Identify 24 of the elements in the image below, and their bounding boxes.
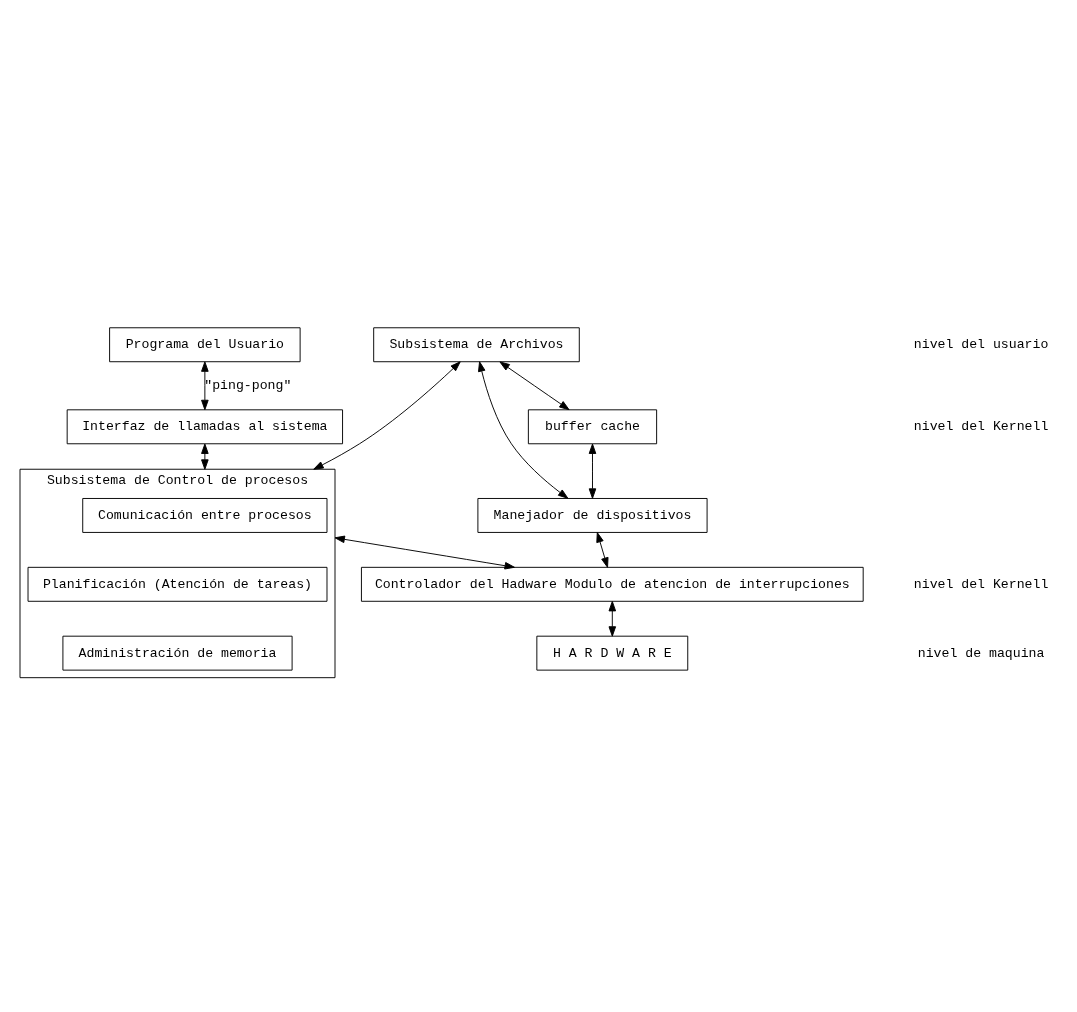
arrow [499, 360, 570, 410]
arrow [313, 360, 461, 470]
edge-label: "ping-pong" [204, 377, 292, 393]
node-box: Subsistema de Archivos [373, 326, 580, 362]
node-box: Controlador del Hadware Modulo de atencion de interrupciones [360, 566, 864, 602]
node-box: Programa del Usuario [109, 326, 301, 362]
arrow [334, 535, 515, 569]
label: nivel de maquina [917, 645, 1045, 661]
label: nivel del usuario [913, 336, 1049, 352]
arrow [478, 360, 569, 499]
node-box: Comunicación entre procesos [82, 497, 328, 533]
node-box: Interfaz de llamadas al sistema [66, 408, 344, 444]
arrow [596, 531, 609, 568]
arrow [201, 443, 209, 470]
label: nivel del Kernell [913, 576, 1049, 592]
node-box: buffer cache [527, 408, 658, 444]
arrow [588, 443, 597, 499]
node-box: Planificación (Atención de tareas) [27, 566, 328, 602]
arrow [201, 360, 209, 410]
node-box: Administración de memoria [62, 635, 293, 671]
label: nivel del Kernell [913, 418, 1049, 434]
arrow [608, 600, 617, 637]
node-box: H A R D W A R E [536, 635, 689, 671]
node-box: Manejador de dispositivos [477, 497, 708, 533]
